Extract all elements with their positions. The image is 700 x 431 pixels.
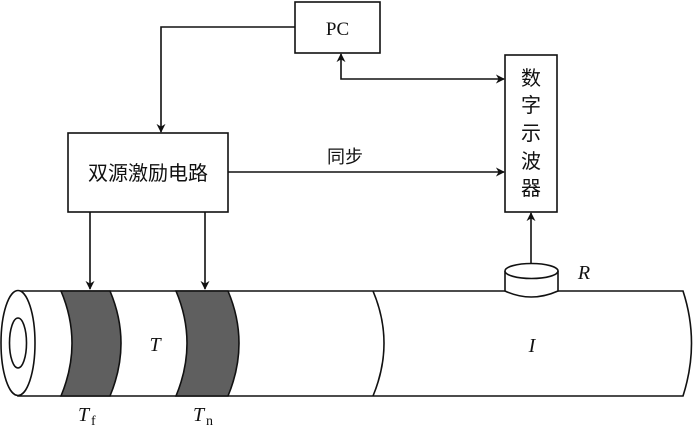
oscilloscope-char: 波 (521, 149, 541, 173)
label-tn-sub: n (206, 414, 213, 429)
oscilloscope-char: 器 (521, 176, 541, 200)
transducer-tn-band (174, 290, 240, 397)
label-tn-main: T (193, 404, 206, 426)
excitation-circuit-label: 双源激励电路 (88, 161, 208, 185)
oscilloscope-box (504, 54, 558, 213)
label-tf-sub: f (91, 414, 96, 429)
oscilloscope-char: 示 (521, 121, 541, 145)
transducer-tf-band (59, 290, 122, 397)
label-tf-main: T (78, 404, 91, 426)
oscilloscope-char: 数 (521, 66, 541, 90)
label-transducer-tf: T f (78, 404, 96, 429)
edge-pc-to-excitation (156, 26, 295, 133)
label-receiver: R (577, 262, 590, 284)
label-inspection-section: I (528, 335, 537, 357)
sync-label: 同步 (327, 147, 363, 168)
label-transducer-tn: T n (193, 404, 213, 429)
pipe (0, 289, 693, 397)
pc-box (294, 1, 381, 54)
excitation-circuit-box (67, 132, 229, 213)
oscilloscope-char: 字 (521, 93, 541, 117)
receiver-r (504, 262, 559, 298)
section-boundary (372, 290, 385, 397)
edge-pc-oscilloscope (336, 53, 505, 84)
pc-label: PC (326, 19, 349, 40)
label-transmit-section: T (149, 334, 162, 356)
pipe-end-inner (8, 317, 28, 369)
oscilloscope-label: 数 字 示 波 器 (521, 66, 541, 200)
